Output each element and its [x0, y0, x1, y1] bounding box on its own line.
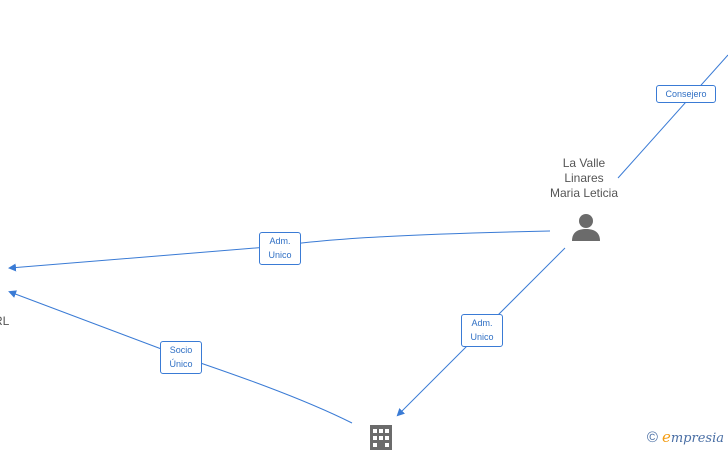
person-name-label[interactable]: La Valle Linares Maria Leticia [549, 156, 619, 200]
left-company-label[interactable]: RL [0, 314, 10, 328]
person-icon[interactable] [572, 214, 600, 241]
edge-consejero [617, 54, 728, 179]
brand-initial: e [661, 428, 671, 446]
edge-label-socio-unico: Socio Único [160, 341, 202, 374]
edge-label-adm-unico-left: Adm. Unico [259, 232, 301, 265]
brand-logo: © empresia [647, 428, 724, 446]
copyright-symbol: © [646, 428, 658, 446]
edge-label-consejero: Consejero [656, 85, 716, 103]
edge-label-adm-unico-down: Adm. Unico [461, 314, 503, 347]
brand-name: mpresia [670, 431, 724, 446]
building-icon[interactable] [370, 425, 392, 450]
